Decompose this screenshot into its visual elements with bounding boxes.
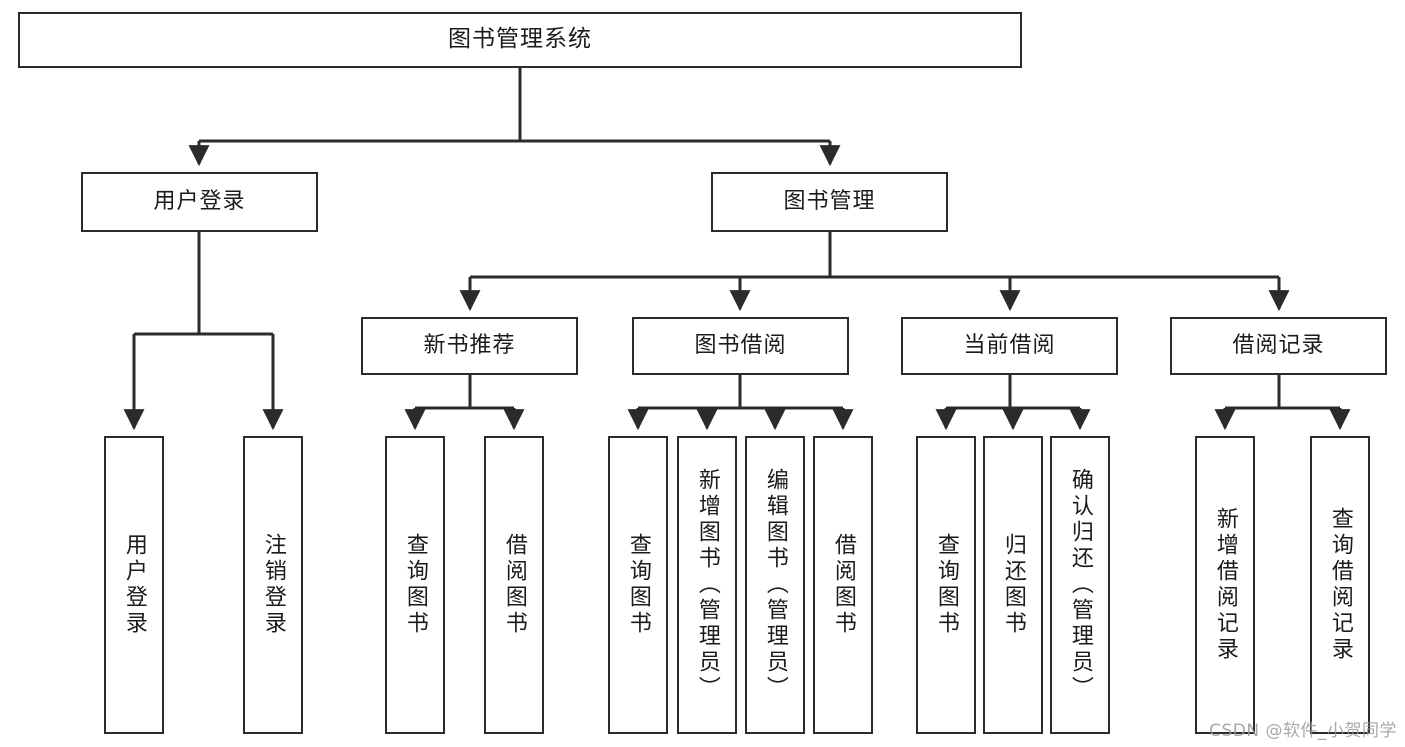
edge-group-root: [188, 68, 841, 167]
node-leaf-confirm-return[interactable]: 确认归还（管理员）: [1050, 436, 1110, 734]
node-new-book-recommend[interactable]: 新书推荐: [361, 317, 578, 375]
edge-group-current-borrow: [935, 375, 1091, 431]
node-borrow-record[interactable]: 借阅记录: [1170, 317, 1387, 375]
node-book-manage[interactable]: 图书管理: [711, 172, 948, 232]
node-leaf-borrow-book-2[interactable]: 借阅图书: [813, 436, 873, 734]
node-leaf-query-book-2[interactable]: 查询图书: [608, 436, 668, 734]
edge-group-borrow-record: [1214, 375, 1351, 431]
node-leaf-query-book-3[interactable]: 查询图书: [916, 436, 976, 734]
node-leaf-user-login[interactable]: 用户登录: [104, 436, 164, 734]
node-leaf-add-record[interactable]: 新增借阅记录: [1195, 436, 1255, 734]
edge-group-user-login: [123, 232, 284, 431]
edge-group-new-book-recommend: [404, 375, 525, 431]
node-leaf-borrow-book-1[interactable]: 借阅图书: [484, 436, 544, 734]
node-leaf-add-book[interactable]: 新增图书（管理员）: [677, 436, 737, 734]
node-book-borrow[interactable]: 图书借阅: [632, 317, 849, 375]
node-root[interactable]: 图书管理系统: [18, 12, 1022, 68]
node-leaf-user-logout[interactable]: 注销登录: [243, 436, 303, 734]
node-current-borrow[interactable]: 当前借阅: [901, 317, 1118, 375]
node-user-login[interactable]: 用户登录: [81, 172, 318, 232]
node-leaf-query-record[interactable]: 查询借阅记录: [1310, 436, 1370, 734]
watermark-label: CSDN @软件_小贺同学: [1209, 721, 1397, 741]
node-leaf-edit-book[interactable]: 编辑图书（管理员）: [745, 436, 805, 734]
node-leaf-query-book-1[interactable]: 查询图书: [385, 436, 445, 734]
edge-group-book-manage: [459, 232, 1290, 312]
edge-group-book-borrow: [627, 375, 854, 431]
node-leaf-return-book[interactable]: 归还图书: [983, 436, 1043, 734]
